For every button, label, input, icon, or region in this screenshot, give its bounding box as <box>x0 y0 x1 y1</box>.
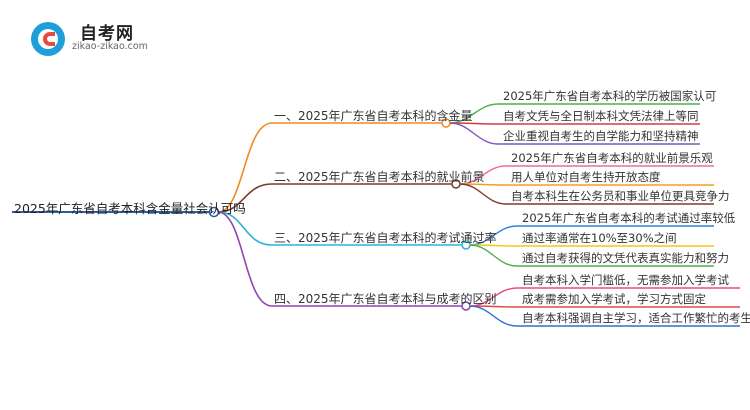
branch-connector-3 <box>217 211 273 246</box>
branch-connector-2 <box>217 183 273 213</box>
leaf-connector-3-3 <box>469 244 518 267</box>
branch-label-2: 二、2025年广东省自考本科的就业前景 <box>274 170 485 184</box>
leaf-4-1: 自考本科入学门槛低，无需参加入学考试 <box>522 273 729 287</box>
mindmap-root-label: 2025年广东省自考本科含金量社会认可吗 <box>14 201 246 216</box>
leaf-connector-4-3 <box>469 305 518 327</box>
leaf-1-1: 2025年广东省自考本科的学历被国家认可 <box>503 89 717 103</box>
root-node <box>208 206 220 218</box>
leaf-3-1: 2025年广东省自考本科的考试通过率较低 <box>522 211 736 225</box>
branch-label-4: 四、2025年广东省自考本科与成考的区别 <box>274 292 497 306</box>
leaf-connector-1-3 <box>449 122 499 145</box>
leaf-connector-2-3 <box>459 183 507 205</box>
leaf-1-2: 自考文凭与全日制本科文凭法律上等同 <box>503 109 699 123</box>
leaf-1-3: 企业重视自考生的自学能力和坚持精神 <box>503 129 699 143</box>
leaf-4-2: 成考需参加入学考试，学习方式固定 <box>522 292 706 306</box>
leaf-2-1: 2025年广东省自考本科的就业前景乐观 <box>511 151 713 165</box>
leaf-3-2: 通过率通常在10%至30%之间 <box>522 231 677 245</box>
branch-label-1: 一、2025年广东省自考本科的含金量 <box>274 109 473 123</box>
branch-connector-1 <box>217 122 273 213</box>
site-url[interactable]: zikao-zikao.com <box>72 41 148 52</box>
site-name[interactable]: 自考网 <box>80 24 134 44</box>
leaf-4-3: 自考本科强调自主学习，适合工作繁忙的考生 <box>522 311 750 325</box>
leaf-2-3: 自考本科生在公务员和事业单位更具竞争力 <box>511 189 730 203</box>
branch-connector-4 <box>217 211 273 307</box>
leaf-3-3: 通过自考获得的文凭代表真实能力和努力 <box>522 251 729 265</box>
branch-label-3: 三、2025年广东省自考本科的考试通过率 <box>274 231 497 245</box>
leaf-2-2: 用人单位对自考生持开放态度 <box>511 170 661 184</box>
site-logo-icon[interactable] <box>31 22 65 56</box>
